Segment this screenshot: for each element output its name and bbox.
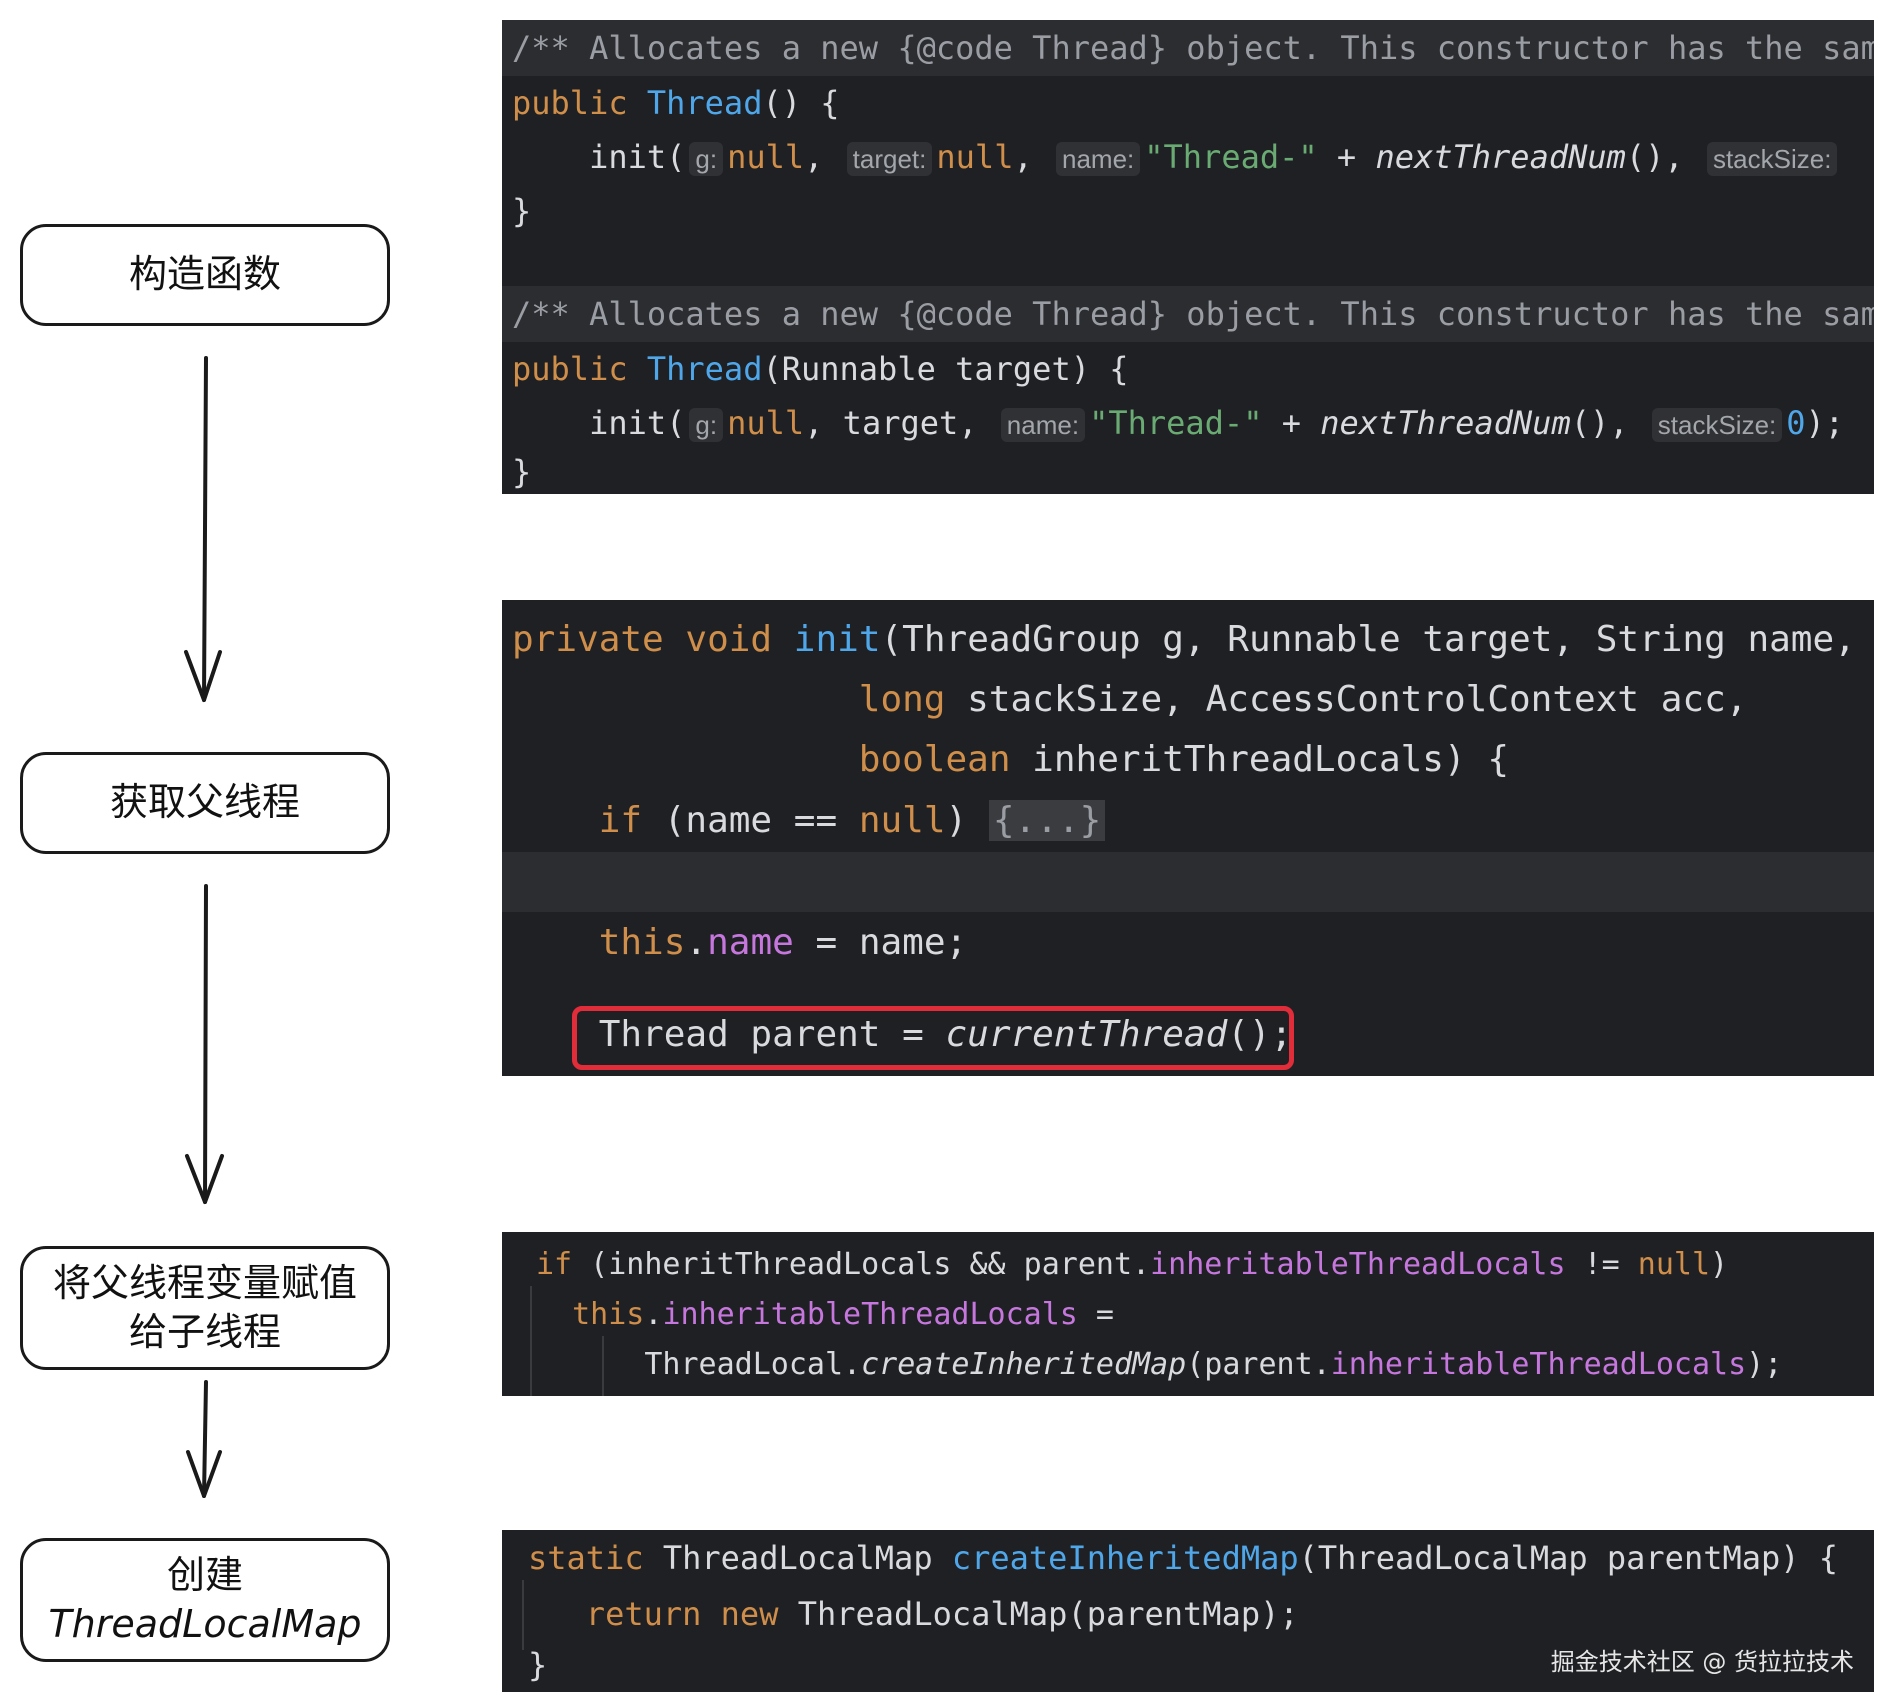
code-block-constructors: /** Allocates a new {@code Thread} objec…: [502, 20, 1874, 494]
step-assign-parent-vars: 将父线程变量赋值 给子线程: [20, 1246, 390, 1370]
param-hint-name: name:: [1055, 142, 1141, 176]
step-constructor: 构造函数: [20, 224, 390, 326]
code2-current-line-highlight: [502, 852, 1874, 912]
param-hint-stacksize-2: stackSize:: [1651, 408, 1783, 442]
arrow-1: [184, 356, 222, 702]
code1-init-call-2: init(g:null, target, name:"Thread-" + ne…: [589, 404, 1845, 442]
arrow-2: [185, 884, 224, 1204]
code1-signature-1: public Thread() {: [512, 84, 840, 122]
step-create-threadlocalmap-line2: ThreadLocalMap: [48, 1602, 362, 1646]
code4-return: return new ThreadLocalMap(parentMap);: [585, 1595, 1299, 1633]
param-hint-stacksize: stackSize:: [1706, 142, 1838, 176]
code1-close-1: }: [512, 192, 532, 230]
param-hint-g: g:: [689, 142, 724, 176]
code2-signature-line3: boolean inheritThreadLocals) {: [858, 739, 1509, 780]
step-constructor-label: 构造函数: [128, 252, 281, 297]
code-block-inherit-locals: if (inheritThreadLocals && parent.inheri…: [502, 1232, 1874, 1396]
param-hint-g-2: g:: [689, 408, 724, 442]
code2-signature-line1: private void init(ThreadGroup g, Runnabl…: [512, 619, 1856, 660]
code2-assign-name: this.name = name;: [598, 922, 968, 963]
step-create-threadlocalmap: 创建 ThreadLocalMap: [20, 1538, 390, 1662]
code1-signature-2: public Thread(Runnable target) {: [512, 350, 1129, 388]
code2-if-name-null: if (name == null) {...}: [502, 790, 1874, 852]
step-create-threadlocalmap-line1: 创建: [166, 1552, 243, 1597]
flow-arrows: [184, 356, 224, 1498]
indent-guide: [522, 1580, 524, 1650]
step-assign-parent-vars-line2: 给子线程: [128, 1310, 281, 1354]
step-get-parent-thread: 获取父线程: [20, 752, 390, 854]
code1-init-call-1: init(g:null, target:null, name:"Thread-"…: [502, 130, 1874, 184]
folded-code-block[interactable]: {...}: [988, 800, 1106, 841]
arrow-3: [186, 1380, 222, 1498]
indent-guide: [602, 1336, 604, 1396]
code2-parent-thread: Thread parent = currentThread();: [598, 1014, 1293, 1055]
step-assign-parent-vars-line1: 将父线程变量赋值: [52, 1260, 357, 1305]
code-block-init-method: private void init(ThreadGroup g, Runnabl…: [502, 600, 1874, 1076]
code4-signature: static ThreadLocalMap createInheritedMap…: [528, 1539, 1839, 1577]
code-block-create-inherited-map: static ThreadLocalMap createInheritedMap…: [502, 1530, 1874, 1692]
code3-if-line: if (inheritThreadLocals && parent.inheri…: [536, 1247, 1729, 1282]
code3-create-map-line: ThreadLocal.createInheritedMap(parent.in…: [644, 1347, 1783, 1382]
code4-close: }: [528, 1646, 548, 1684]
watermark: 掘金技术社区 @ 货拉拉技术: [1550, 1648, 1854, 1676]
code1-comment-1: /** Allocates a new {@code Thread} objec…: [502, 20, 1874, 76]
param-hint-name-2: name:: [1000, 408, 1086, 442]
code1-close-2: }: [512, 453, 532, 491]
code3-assign-line: this.inheritableThreadLocals =: [572, 1297, 1114, 1332]
highlight-box-parent-thread: [572, 1006, 1294, 1070]
code2-signature-line2: long stackSize, AccessControlContext acc…: [858, 679, 1748, 720]
param-hint-target: target:: [846, 142, 933, 176]
step-get-parent-thread-label: 获取父线程: [109, 780, 300, 825]
indent-guide: [530, 1286, 532, 1396]
code1-comment-2: /** Allocates a new {@code Thread} objec…: [502, 286, 1874, 342]
